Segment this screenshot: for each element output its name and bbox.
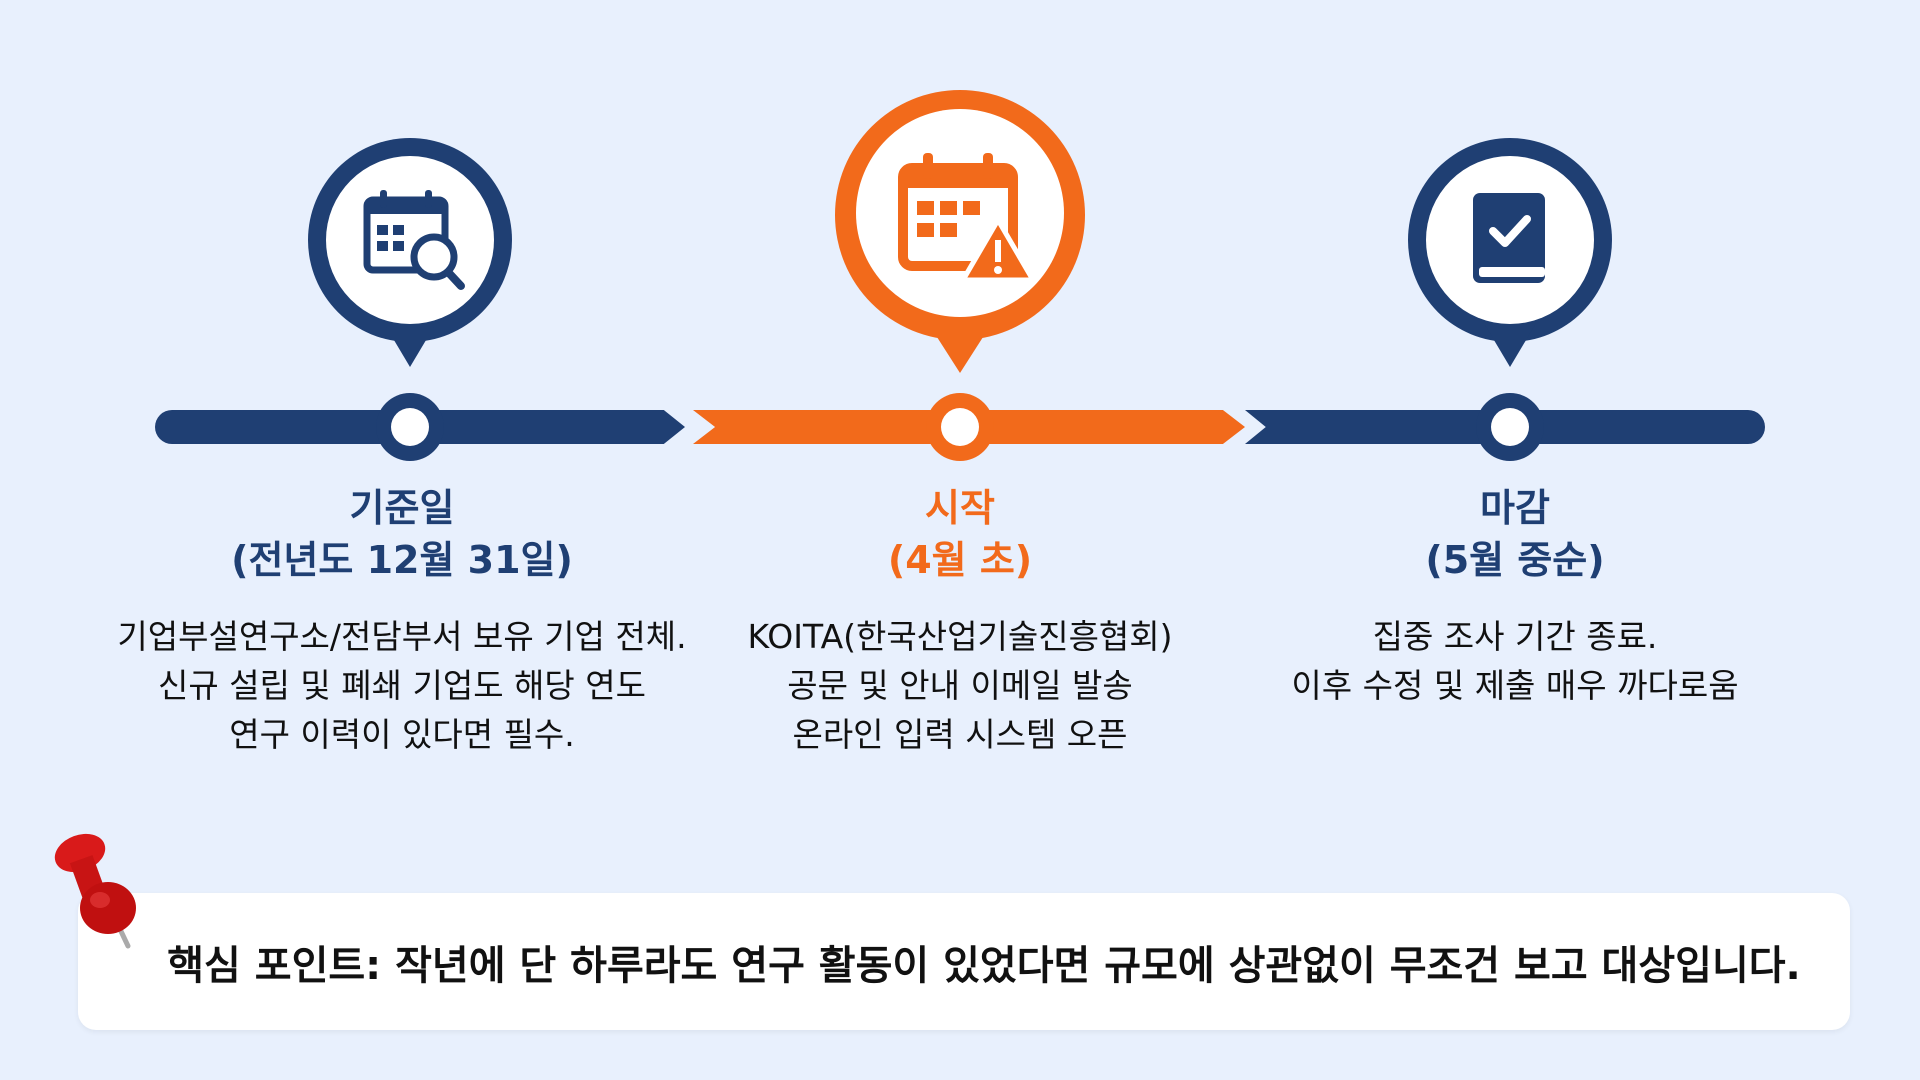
milestone-title: 기준일 bbox=[349, 486, 455, 530]
pushpin-icon bbox=[54, 833, 136, 949]
milestone-deadline: 마감 (5월 중순) 집중 조사 기간 종료. 이후 수정 및 제출 매우 까다… bbox=[1215, 482, 1815, 710]
timeline-node-2 bbox=[926, 393, 994, 461]
milestone-desc-line: 온라인 입력 시스템 오픈 bbox=[792, 715, 1128, 754]
milestone-subtitle: (전년도 12월 31일) bbox=[231, 538, 573, 582]
milestone-desc-line: 신규 설립 및 폐쇄 기업도 해당 연도 bbox=[158, 666, 646, 705]
milestone-subtitle: (4월 초) bbox=[887, 538, 1033, 582]
milestone-title: 마감 bbox=[1480, 486, 1550, 530]
book-check-icon bbox=[1408, 138, 1612, 367]
milestone-desc-line: KOITA(한국산업기술진흥협회) bbox=[747, 617, 1173, 656]
milestone-start: 시작 (4월 초) KOITA(한국산업기술진흥협회) 공문 및 안내 이메일 … bbox=[660, 482, 1260, 759]
milestone-title: 시작 bbox=[925, 486, 995, 530]
milestone-desc-line: 이후 수정 및 제출 매우 까다로움 bbox=[1291, 666, 1739, 705]
milestone-desc-line: 기업부설연구소/전담부서 보유 기업 전체. bbox=[117, 617, 687, 656]
milestone-subtitle: (5월 중순) bbox=[1425, 538, 1605, 582]
milestone-desc-line: 집중 조사 기간 종료. bbox=[1372, 617, 1658, 656]
key-point-text: 핵심 포인트: 작년에 단 하루라도 연구 활동이 있었다면 규모에 상관없이 … bbox=[167, 942, 1801, 989]
milestone-desc-line: 연구 이력이 있다면 필수. bbox=[229, 715, 575, 754]
timeline-node-1 bbox=[376, 393, 444, 461]
key-point-card: 핵심 포인트: 작년에 단 하루라도 연구 활동이 있었다면 규모에 상관없이 … bbox=[78, 893, 1850, 1030]
calendar-search-icon bbox=[308, 138, 512, 367]
milestone-reference-date: 기준일 (전년도 12월 31일) 기업부설연구소/전담부서 보유 기업 전체.… bbox=[102, 482, 702, 759]
milestone-desc-line: 공문 및 안내 이메일 발송 bbox=[787, 666, 1133, 705]
timeline-node-3 bbox=[1476, 393, 1544, 461]
calendar-warning-icon bbox=[835, 90, 1085, 373]
